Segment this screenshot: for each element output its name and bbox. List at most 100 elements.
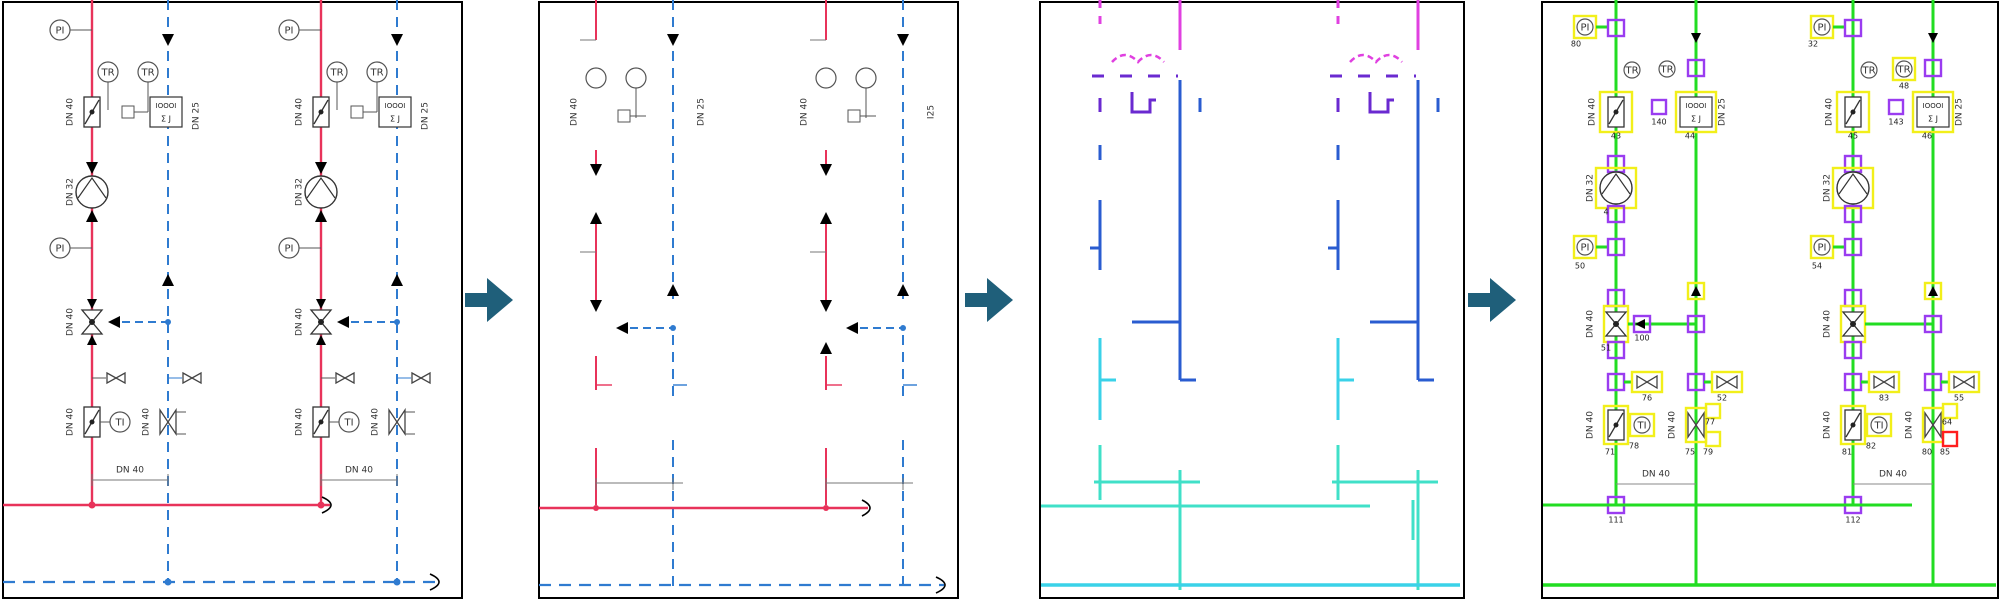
dn25-label: I25 [927,105,937,119]
dimension-label: DN 40 [1642,470,1670,480]
pressure-indicator-mid-text: PI [56,244,65,255]
header-end-cap [861,499,871,517]
detection-box-yellow [1839,404,1867,446]
component-id: 45 [1848,132,1858,141]
valve-arrow-icon [820,300,832,312]
node-box-purple [1606,204,1626,224]
heat-meter-icon [378,96,412,128]
pump-icon [304,175,338,209]
component-id: 75 [1685,448,1695,457]
tr-circle-icon [815,67,837,89]
valve-arrow-icon [820,342,832,354]
panel-lines-only [538,1,959,599]
pump-vane [306,176,336,199]
drain-valve-icon [182,371,202,385]
component-id: 83 [1879,394,1889,403]
detection-box-yellow [1831,166,1875,210]
detection-box-yellow [1630,370,1664,394]
pressure-indicator-mid-text: PI [1581,243,1590,254]
dn40-bottom-label: DN 40 [66,408,76,436]
drain-valve-icon [335,371,355,385]
detection-box-yellow [1628,412,1656,438]
valve-stem-dot [89,319,95,325]
component-id: 140 [1651,118,1666,127]
tr-junction-box [617,109,631,123]
pump-outlet-arrow-icon [86,210,98,222]
component-id: 80 [1922,448,1932,457]
valve-stem-dot [318,319,324,325]
supply-flow-arrow-icon [315,162,327,174]
detection-box-yellow [1921,406,1945,444]
return-flow-arrow-icon [667,284,679,296]
temperature-recorder-b-ring [1895,60,1913,78]
dn25-label: DN 25 [192,102,202,130]
meter-bottom-text: Σ J [161,115,171,124]
supply-flow-arrow-icon [86,162,98,174]
tr-circle-icon [625,67,647,89]
junction-dot [165,319,171,325]
dn25-label: DN 25 [1955,98,1965,126]
dn40-label: DN 40 [1668,411,1678,439]
dn40-mid-label: DN 40 [295,308,305,336]
dn40-top-label: DN 40 [295,98,305,126]
dn40-mid-label: DN 40 [66,308,76,336]
pressure-indicator-top-text: PI [285,26,294,37]
component-id: 112 [1845,516,1860,525]
supply-flow-arrow-icon [590,212,602,224]
arrow-shaft [1468,293,1492,307]
node-box-purple [1632,314,1652,334]
drain-valve-icon [1873,374,1895,390]
component-id: 48 [1899,82,1909,91]
component-id: 76 [1642,394,1652,403]
dn25-label: DN 25 [421,102,431,130]
temperature-indicator-ring [338,411,360,433]
pump-vane [1601,172,1631,195]
component-id: 77 [1705,418,1715,427]
heat-meter-icon [149,96,183,128]
valve-arrow-icon [316,335,326,345]
junction-dot [670,325,676,331]
balancing-valve-top-dot [89,109,95,115]
meter-bottom-text: Σ J [1928,115,1938,124]
balancing-valve-top-dot [1613,109,1619,115]
pump-icon [1599,171,1633,205]
flow-arrow-icon [1691,286,1701,296]
isolation-valve-icon [1687,410,1705,440]
arrow-shaft [465,293,489,307]
header-end-cap [935,576,946,594]
bypass-arrow-icon [846,322,858,334]
tr-circle-icon [585,67,607,89]
arrow-shaft [965,293,989,307]
balancing-valve-bottom-dot [1613,422,1619,428]
tr-junction-box [121,105,135,119]
pump-icon [1836,171,1870,205]
temperature-indicator-text: TI [1873,421,1883,432]
segment-magenta-arc [1111,53,1165,64]
junction-dot [394,319,400,325]
pressure-indicator-top-ring [1576,18,1594,36]
temperature-indicator-ring [1633,416,1651,434]
temperature-indicator-text: TI [114,418,124,429]
component-id: 51 [1601,344,1611,353]
isolation-valve-icon [159,407,177,437]
component-id: 46 [1922,132,1932,141]
component-id: 85 [1940,448,1950,457]
panel-3-group [1041,0,1460,590]
node-box-purple [1686,58,1706,78]
meter-top-text: IOOOI [1923,102,1944,110]
detection-box-yellow [1891,56,1917,82]
segment-magenta-arc [1349,53,1403,64]
bypass-arrow-icon [1635,319,1645,329]
detection-box-yellow [1947,370,1981,394]
dn40-label: DN 40 [570,98,580,126]
valve-stem-dot [1613,321,1619,327]
node-box-purple [1843,18,1863,38]
balancing-valve-top-dot [1850,109,1856,115]
arrow-head [987,278,1013,322]
component-id: 52 [1717,394,1727,403]
meter-bottom-text: Σ J [390,115,400,124]
component-id: 43 [1611,132,1621,141]
detection-box-yellow [1865,412,1893,438]
